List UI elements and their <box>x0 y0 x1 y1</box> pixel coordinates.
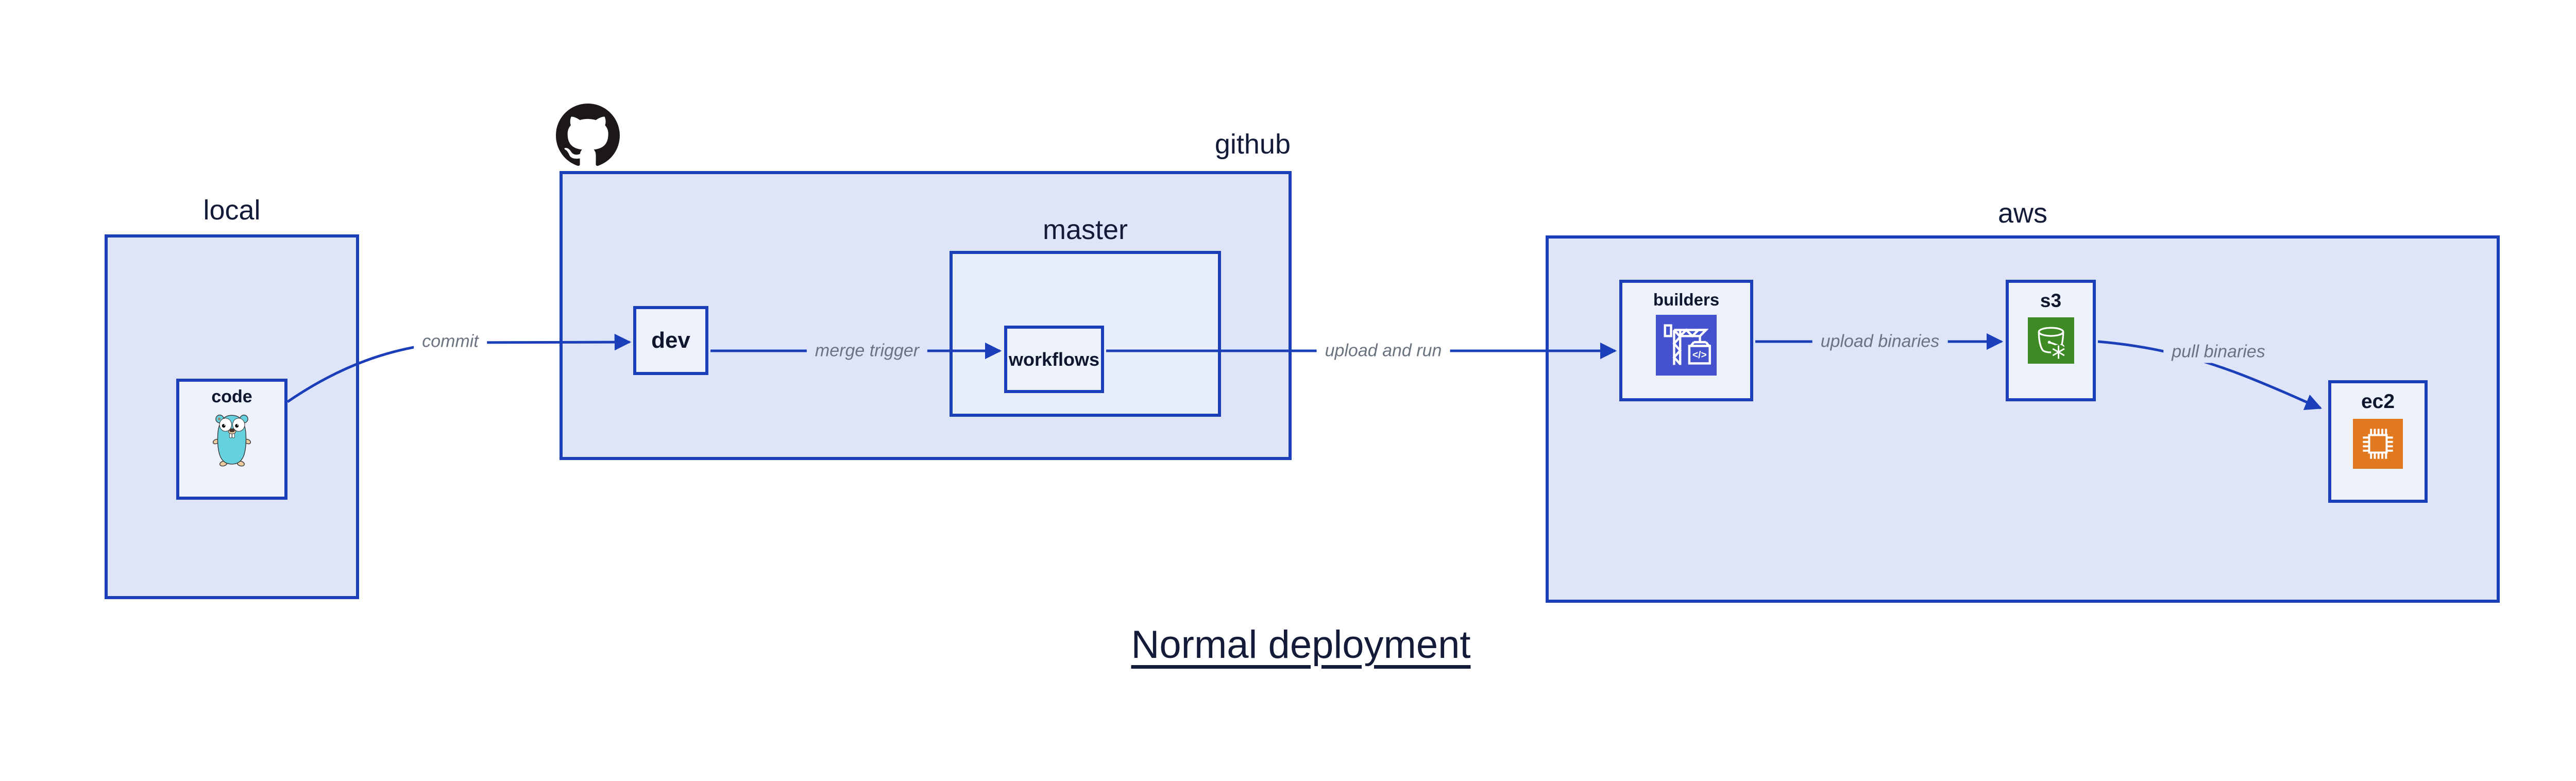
edge-label-merge-trigger: merge trigger <box>806 339 928 362</box>
diagram-title: Normal deployment <box>1131 623 1471 667</box>
node-workflows: workflows <box>1004 326 1104 393</box>
node-s3-label: s3 <box>2040 290 2062 311</box>
aws-codebuild-icon: </> <box>1656 314 1717 376</box>
node-builders-label: builders <box>1653 290 1720 309</box>
node-ec2: ec2 <box>2328 380 2428 503</box>
codebuild-code-glyph: </> <box>1692 350 1707 361</box>
group-label-master: master <box>1042 214 1128 245</box>
go-gopher-icon <box>212 414 251 467</box>
edge-label-commit: commit <box>414 330 487 353</box>
group-label-aws: aws <box>1997 198 2048 229</box>
group-label-github: github <box>1214 129 1291 160</box>
node-workflows-label: workflows <box>1008 348 1100 370</box>
node-code-label: code <box>211 387 252 406</box>
edge-label-upload-binaries: upload binaries <box>1812 330 1948 353</box>
aws-s3-glacier-icon <box>2027 317 2074 364</box>
node-s3: s3 <box>2006 280 2096 401</box>
node-dev: dev <box>633 306 708 375</box>
edge-label-pull-binaries: pull binaries <box>2163 341 2274 363</box>
node-builders: builders </> <box>1619 280 1753 401</box>
edge-label-upload-and-run: upload and run <box>1316 339 1450 362</box>
node-ec2-label: ec2 <box>2361 390 2395 413</box>
node-code: code <box>176 379 287 500</box>
github-octocat-icon <box>556 104 620 166</box>
node-dev-label: dev <box>651 327 690 353</box>
aws-ec2-icon <box>2353 418 2403 469</box>
group-label-local: local <box>203 195 261 226</box>
